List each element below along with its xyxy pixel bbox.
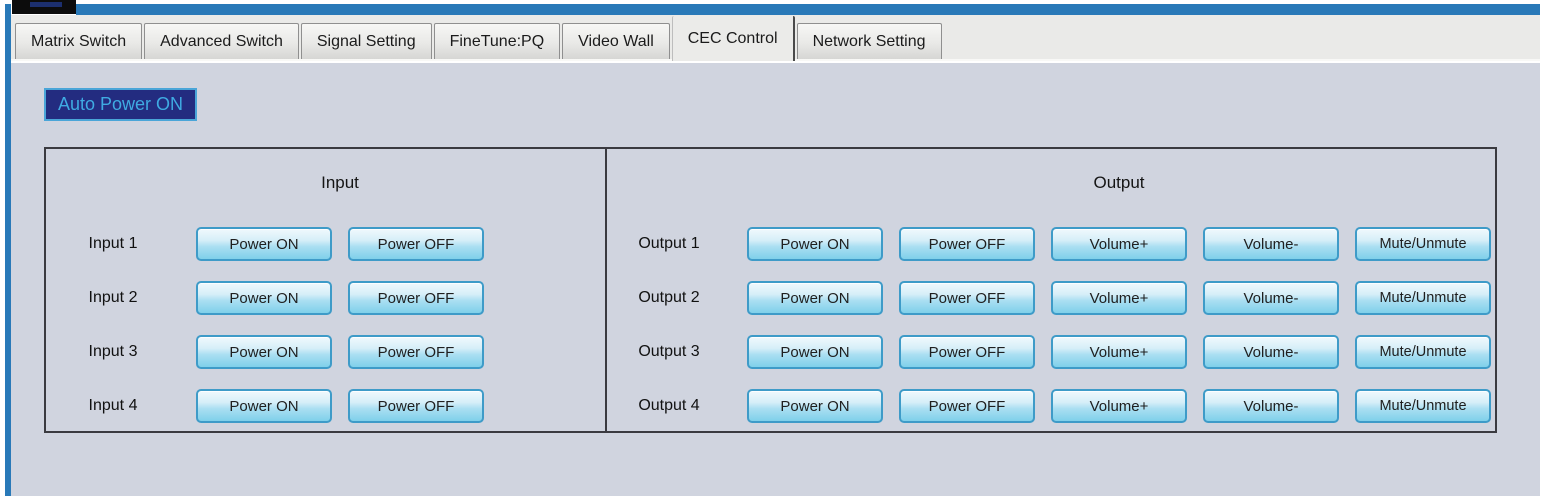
input-row-label-4: Input 4 [88,397,138,414]
mute-unmute-button-output-3[interactable]: Mute/Unmute [1355,335,1491,369]
power-on-button-output-2[interactable]: Power ON [747,281,883,315]
input-rows: Input Input 1 Power ON Power OFF Input 2 Pow… [46,149,605,431]
power-on-button-input-4[interactable]: Power ON [196,389,332,423]
volume-button-output-1[interactable]: Volume- [1203,227,1339,261]
power-off-button-output-2[interactable]: Power OFF [899,281,1035,315]
tab-advanced-switch[interactable]: Advanced Switch [144,23,299,59]
volume-button-output-2[interactable]: Volume- [1203,281,1339,315]
window-top-border [76,4,1540,15]
tab-signal-setting[interactable]: Signal Setting [300,23,432,59]
input-row-label-3: Input 3 [88,343,138,360]
input-panel: Input Input 1 Power ON Power OFF Input 2 Pow… [46,149,605,431]
output-rows: Output Output 1 Power ON Power OFF Volume+ V… [607,149,1495,431]
power-off-button-input-1[interactable]: Power OFF [348,227,484,261]
volume-button-output-3[interactable]: Volume- [1203,335,1339,369]
power-off-button-input-3[interactable]: Power OFF [348,335,484,369]
output-row-label-3: Output 3 [638,343,700,360]
tab-video-wall[interactable]: Video Wall [562,23,670,59]
power-off-button-input-2[interactable]: Power OFF [348,281,484,315]
volume-button-output-1[interactable]: Volume+ [1051,227,1187,261]
input-row-label-2: Input 2 [88,289,138,306]
titlebar-remnant [12,0,76,14]
tab-cec-control[interactable]: CEC Control [671,16,795,61]
power-off-button-output-3[interactable]: Power OFF [899,335,1035,369]
window-left-border [5,4,11,496]
mute-unmute-button-output-1[interactable]: Mute/Unmute [1355,227,1491,261]
input-row-label-1: Input 1 [88,235,138,252]
power-on-button-input-1[interactable]: Power ON [196,227,332,261]
power-on-button-input-3[interactable]: Power ON [196,335,332,369]
output-panel: Output Output 1 Power ON Power OFF Volume+ V… [605,149,1495,431]
power-off-button-input-4[interactable]: Power OFF [348,389,484,423]
power-off-button-output-4[interactable]: Power OFF [899,389,1035,423]
output-row-label-1: Output 1 [638,235,700,252]
power-off-button-output-1[interactable]: Power OFF [899,227,1035,261]
auto-power-on-button[interactable]: Auto Power ON [44,88,198,121]
volume-button-output-4[interactable]: Volume+ [1051,389,1187,423]
cec-group-box: Input Input 1 Power ON Power OFF Input 2 Pow… [44,147,1497,433]
output-panel-title: Output [1093,173,1145,192]
tab-matrix-switch[interactable]: Matrix Switch [15,23,143,59]
power-on-button-output-4[interactable]: Power ON [747,389,883,423]
power-on-button-output-3[interactable]: Power ON [747,335,883,369]
output-row-label-2: Output 2 [638,289,700,306]
volume-button-output-4[interactable]: Volume- [1203,389,1339,423]
input-panel-title: Input [321,173,359,192]
power-on-button-output-1[interactable]: Power ON [747,227,883,261]
output-row-label-4: Output 4 [638,397,700,414]
mute-unmute-button-output-4[interactable]: Mute/Unmute [1355,389,1491,423]
cec-control-page: Auto Power ON Input Input 1 Power ON Power… [11,63,1540,496]
mute-unmute-button-output-2[interactable]: Mute/Unmute [1355,281,1491,315]
tab-network-setting[interactable]: Network Setting [796,23,942,59]
tab-finetune-pq[interactable]: FineTune:PQ [433,23,561,59]
titlebar-remnant-mark [30,2,62,7]
volume-button-output-3[interactable]: Volume+ [1051,335,1187,369]
volume-button-output-2[interactable]: Volume+ [1051,281,1187,315]
power-on-button-input-2[interactable]: Power ON [196,281,332,315]
